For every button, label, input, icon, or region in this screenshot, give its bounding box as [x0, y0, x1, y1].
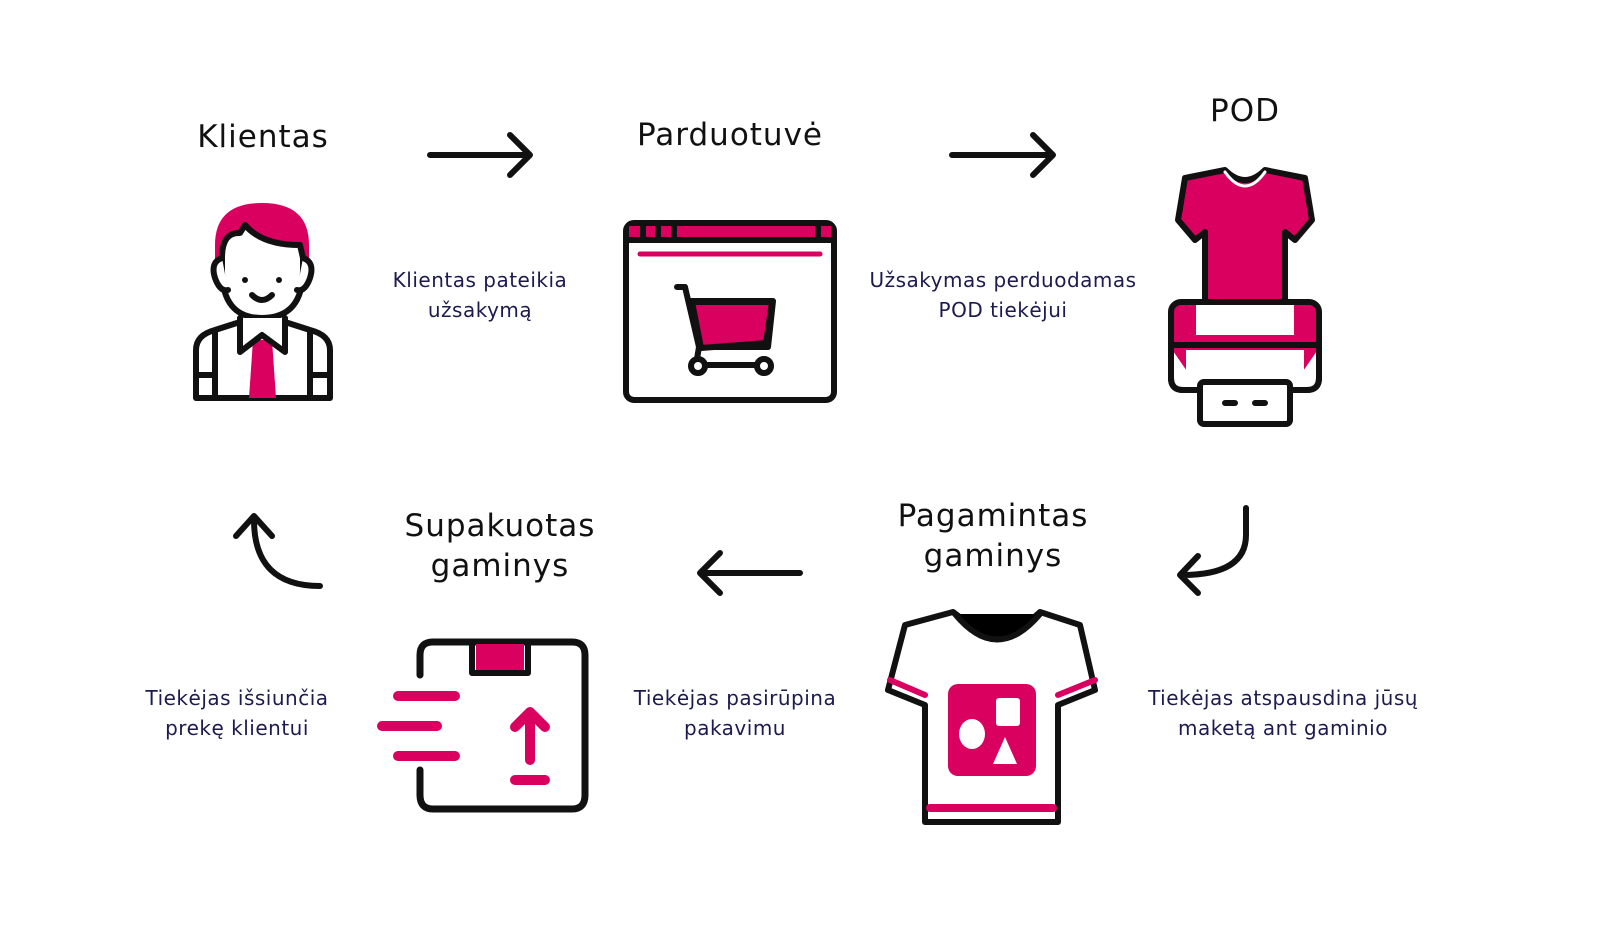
title-line: gaminys	[923, 538, 1063, 574]
caption-line: Tiekėjas pasirūpina	[633, 686, 837, 710]
customer-icon	[193, 203, 333, 401]
title-line: Parduotuvė	[636, 117, 824, 153]
title-line: POD	[1210, 93, 1280, 129]
arrow-left-icon	[697, 550, 803, 596]
step-title-supakuotas: Supakuotas gaminys	[405, 506, 596, 586]
caption-line: maketą ant gaminio	[1178, 716, 1388, 740]
caption-line: POD tiekėjui	[938, 298, 1068, 322]
caption-line: užsakymą	[427, 298, 533, 322]
printed-tshirt-icon	[885, 609, 1098, 825]
shop-browser-cart-icon	[623, 220, 837, 403]
caption-line: Užsakymas perduodamas	[869, 268, 1137, 292]
caption-line: prekę klientui	[165, 716, 309, 740]
title-line: Klientas	[197, 119, 329, 155]
arrow-right-icon	[949, 132, 1056, 178]
caption-pack: Tiekėjas pasirūpina pakavimu	[634, 683, 836, 743]
step-title-parduotuve: Parduotuvė	[637, 115, 823, 155]
title-line: Pagamintas	[897, 498, 1089, 534]
step-title-klientas: Klientas	[197, 117, 329, 157]
arrow-right-icon	[427, 132, 533, 178]
caption-line: Klientas pateikia	[392, 268, 568, 292]
caption-line: pakavimu	[683, 716, 786, 740]
tshirt-printer-icon	[1168, 167, 1322, 427]
caption-ship: Tiekėjas išsiunčia prekę klientui	[145, 683, 328, 743]
step-title-pagamintas: Pagamintas gaminys	[898, 496, 1089, 576]
caption-line: Tiekėjas atspausdina jūsų	[1148, 686, 1418, 710]
package-shipping-icon	[377, 638, 589, 813]
caption-print: Tiekėjas atspausdina jūsų maketą ant gami…	[1148, 683, 1418, 743]
caption-line: Tiekėjas išsiunčia	[145, 686, 329, 710]
title-line: Supakuotas	[404, 508, 596, 544]
title-line: gaminys	[430, 548, 570, 584]
arrow-curved-up-icon	[233, 513, 323, 589]
step-title-pod: POD	[1210, 91, 1280, 131]
arrow-curved-down-left-icon	[1177, 505, 1249, 596]
caption-order: Klientas pateikia užsakymą	[393, 265, 568, 325]
